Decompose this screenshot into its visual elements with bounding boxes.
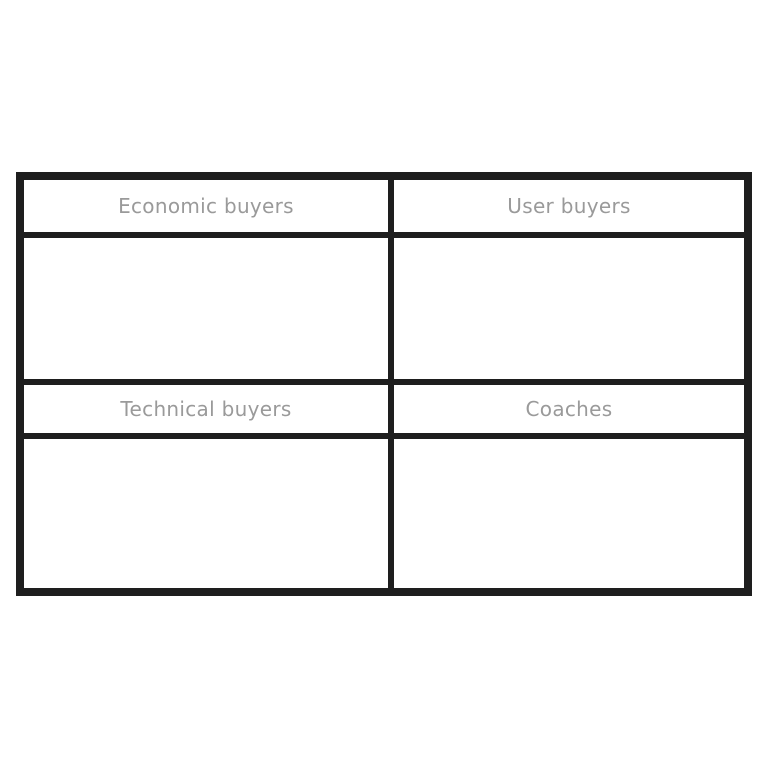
row-divider <box>24 379 744 385</box>
cell-body-technical-buyers <box>24 439 388 588</box>
cell-header-economic-buyers: Economic buyers <box>118 194 294 218</box>
cell-body-economic-buyers <box>24 238 388 379</box>
cell-body-coaches <box>394 439 744 588</box>
buyer-matrix: Economic buyers User buyers Technical bu… <box>16 172 752 596</box>
header-divider-top <box>24 232 744 238</box>
cell-header-technical-buyers: Technical buyers <box>120 397 292 421</box>
cell-header-coaches: Coaches <box>525 397 613 421</box>
cell-header-user-buyers: User buyers <box>507 194 631 218</box>
header-divider-bottom <box>24 433 744 439</box>
cell-body-user-buyers <box>394 238 744 379</box>
